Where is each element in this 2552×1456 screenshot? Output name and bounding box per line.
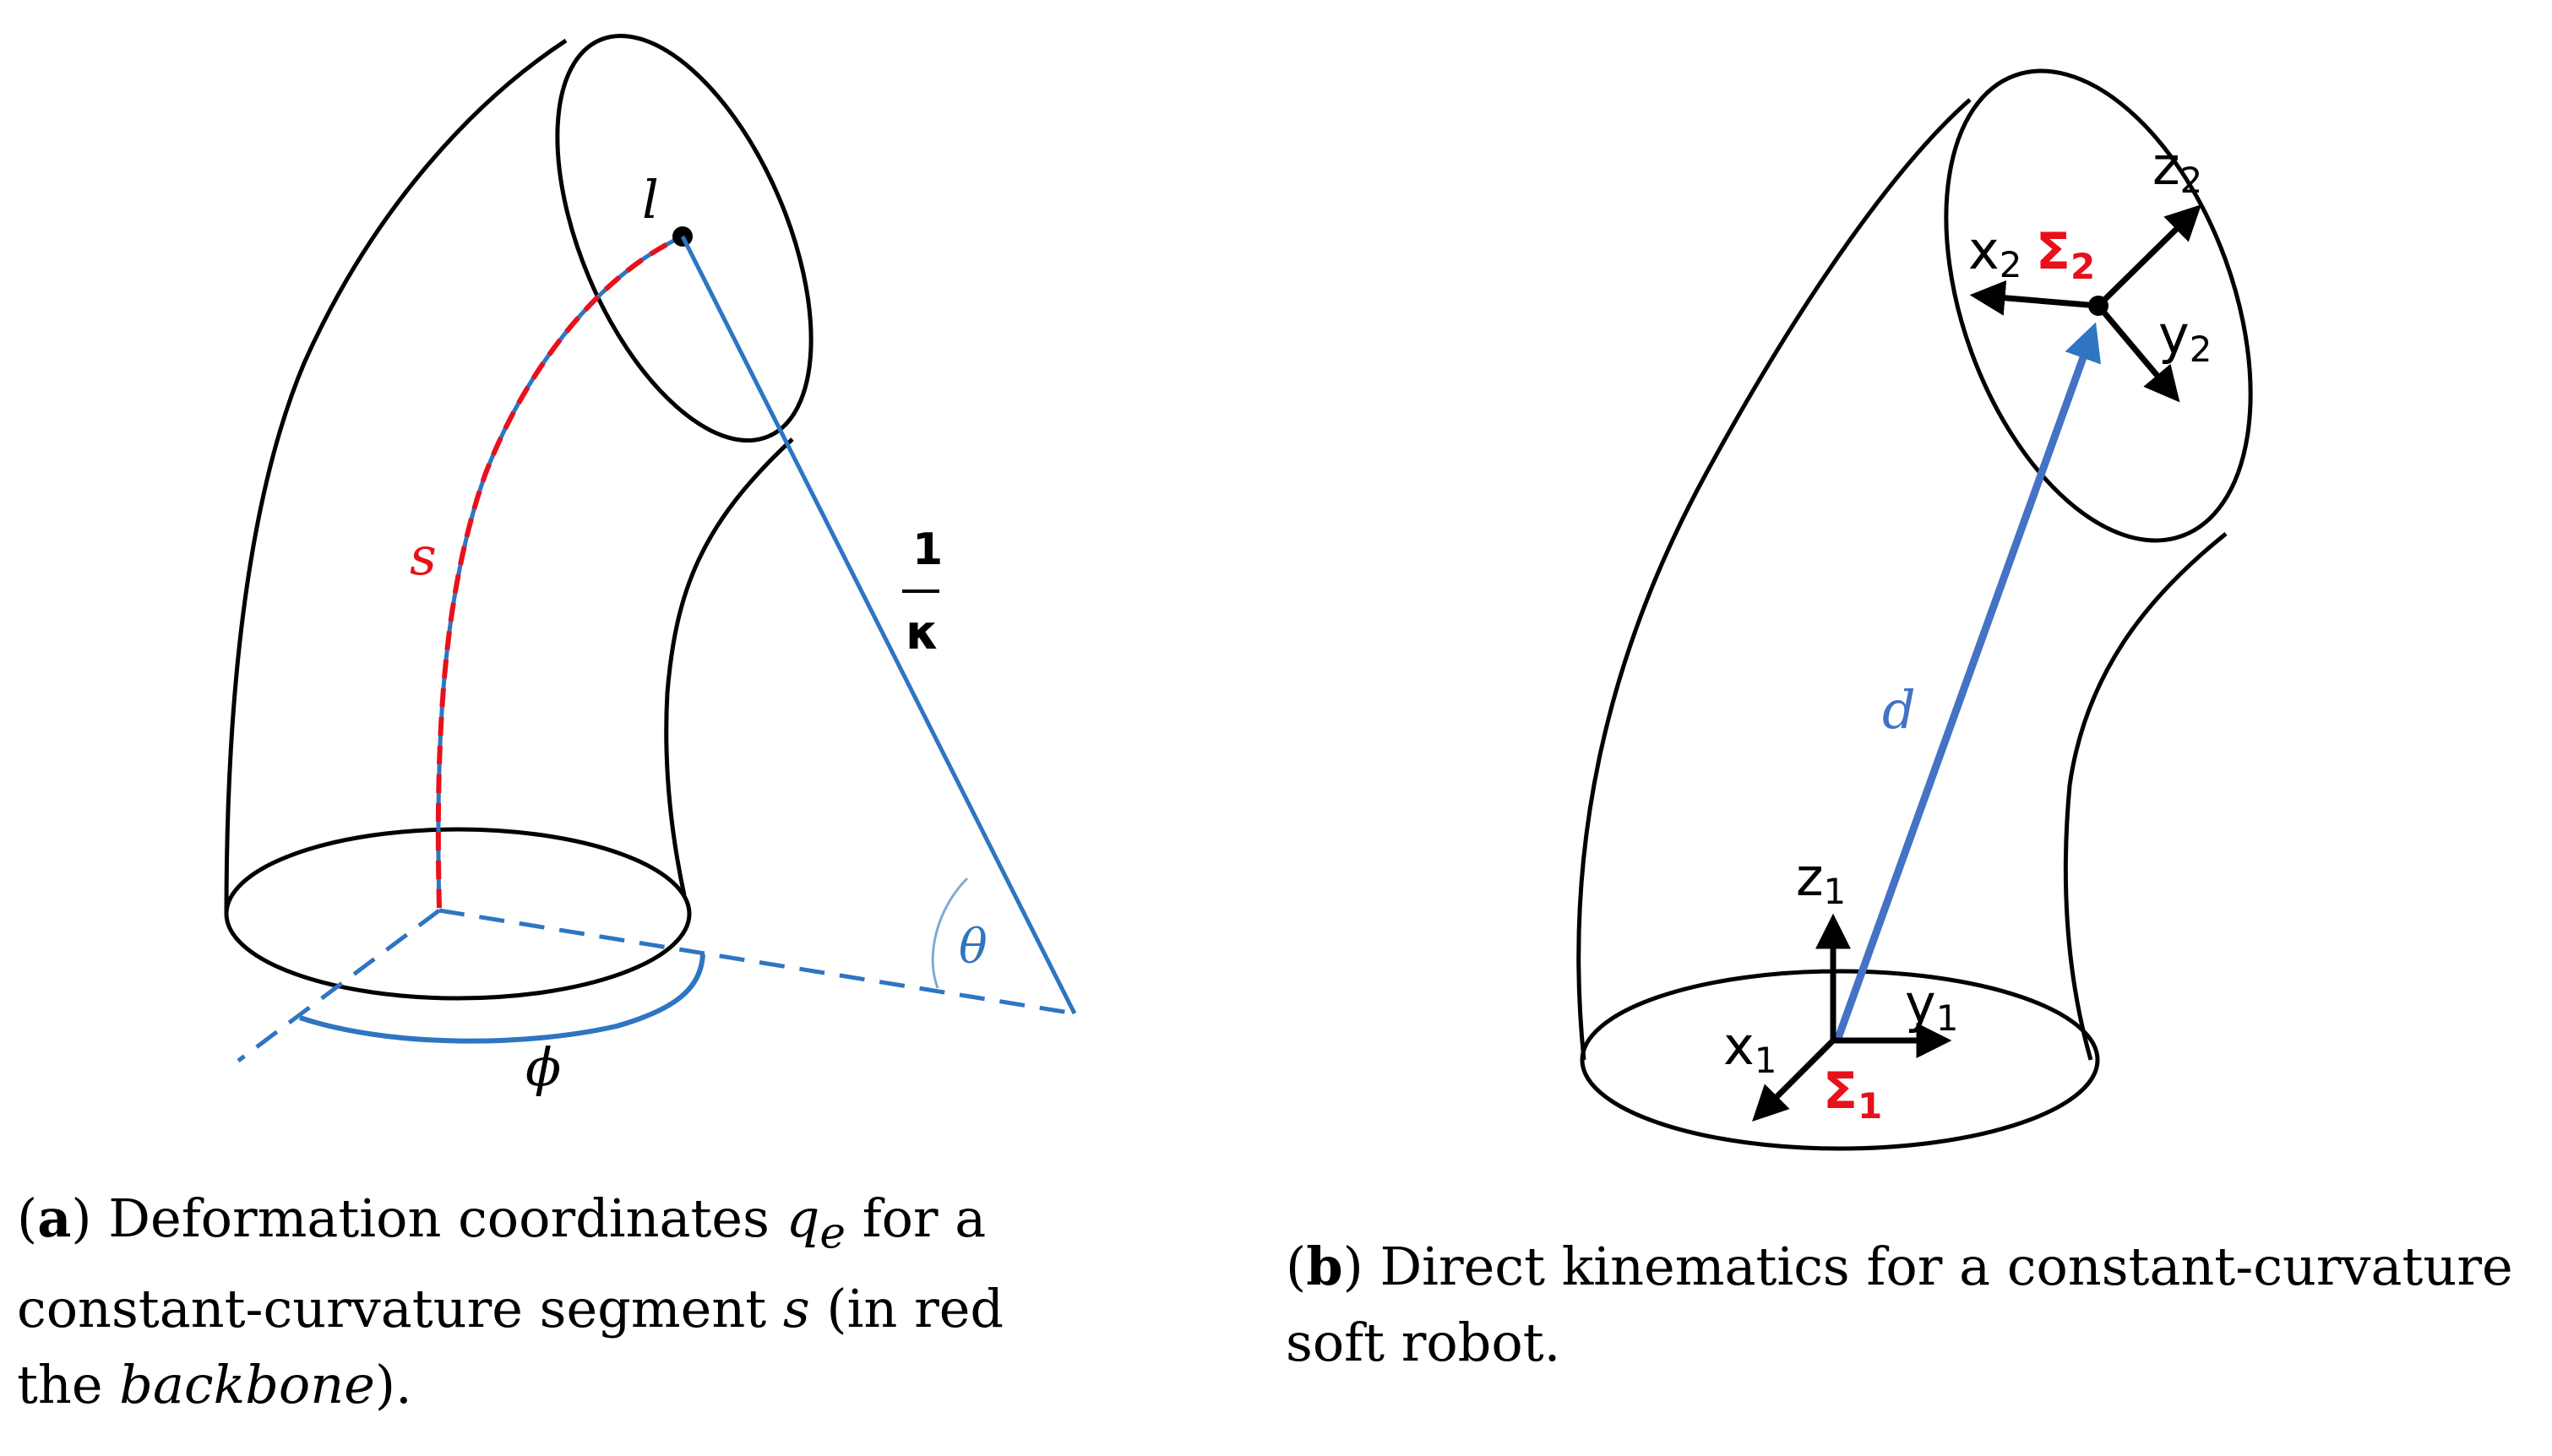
label-s: s [410,525,437,587]
caption-a-text-3: the [17,1354,120,1416]
frame2-z-axis [2096,204,2201,308]
caption-panel-b: (b) Direct kinematics for a constant-cur… [1286,1229,2544,1381]
caption-a-line2: constant-curvature segment s (in red [17,1271,1183,1347]
phi-angle-arc [299,953,705,1044]
label-sigma2: Σ2 [2036,222,2095,287]
caption-panel-a: (a) Deformation coordinates qe for a con… [17,1181,1183,1423]
caption-a-backbone: backbone [119,1354,375,1416]
backbone-curve-blue [436,234,684,909]
tube-a-outer-contour [224,38,568,915]
label-z2: z2 [2152,135,2202,201]
label-y1: y1 [1905,973,1958,1039]
caption-a-math-sub-e: e [819,1208,846,1259]
caption-a-line3: the backbone). [17,1347,1183,1423]
label-x1: x1 [1723,1015,1777,1081]
caption-a-paren-close: ) [71,1187,92,1249]
base-dashed-line-right [438,908,1075,1016]
tube-b-top-face [1944,68,2253,543]
caption-a-math-q: q [786,1187,820,1249]
caption-a-text-2: constant-curvature segment [17,1278,783,1340]
label-y2: y2 [2158,304,2212,370]
tube-a-base-face [224,827,692,1001]
panel-a-diagram: l s 1 κ θ ϕ [224,33,1077,1098]
panel-b-diagram: x2 Σ2 z2 y2 d z1 y1 x1 Σ1 [1576,68,2253,1151]
frame2-x-axis [1969,280,2099,316]
caption-a-line1: (a) Deformation coordinates qe for a [17,1181,1183,1271]
label-z1: z1 [1796,846,1846,912]
caption-b-text-2: soft robot. [1286,1312,1561,1373]
radius-line [680,235,1077,1015]
tube-a-inner-contour [664,437,794,896]
caption-b-paren-open: ( [1286,1236,1307,1297]
tube-b-outer-contour [1576,98,1972,1061]
base-dashed-line-left [237,908,441,1063]
caption-a-paren-open: ( [17,1187,38,1249]
label-x2: x2 [1968,220,2021,285]
caption-b-text-1: Direct kinematics for a constant-curvatu… [1363,1236,2513,1297]
theta-angle-arc [931,877,969,989]
backbone-curve-red [435,234,684,909]
caption-b-paren-close: ) [1342,1236,1363,1297]
vector-d-arrow [1833,322,2101,1042]
tube-b-base-face [1580,969,2100,1151]
label-theta: θ [959,920,988,975]
caption-b-line1: (b) Direct kinematics for a constant-cur… [1286,1229,2544,1305]
caption-a-text-2-end: (in red [809,1278,1004,1340]
label-phi: ϕ [525,1036,561,1098]
frame2-y-axis [2096,303,2180,403]
label-l: l [642,169,659,231]
caption-a-tag: a [37,1187,72,1249]
caption-a-math-s: s [782,1278,810,1340]
label-d: d [1882,679,1916,741]
frame1-x-axis [1752,1038,1836,1122]
tube-a-top-face [555,33,813,443]
tube-b-inner-contour [2063,532,2228,1061]
caption-a-text-1: Deformation coordinates [91,1187,786,1249]
caption-b-line2: soft robot. [1286,1305,2544,1381]
label-inv-kappa-numerator: 1 [912,524,943,575]
label-sigma1: Σ1 [1823,1062,1882,1127]
caption-a-text-1-end: for a [845,1187,987,1249]
caption-b-tag: b [1306,1236,1343,1297]
label-inv-kappa-denominator: κ [906,606,939,660]
caption-a-text-3-end: ). [374,1354,412,1416]
